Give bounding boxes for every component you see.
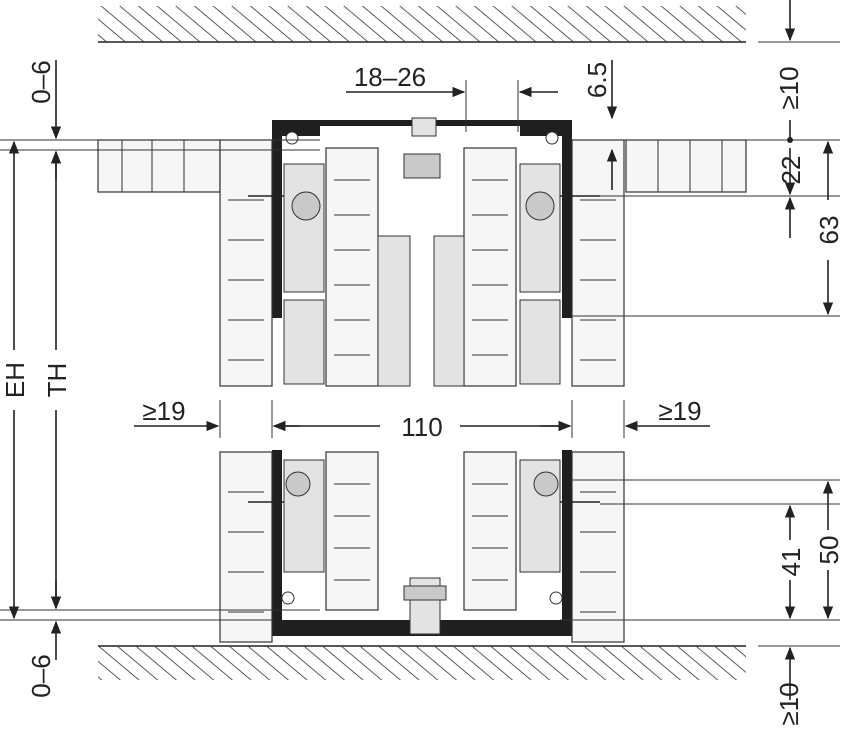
right-lower-guide-mechanism: [519, 459, 563, 605]
dim-center-width: 110: [401, 412, 442, 442]
dimension-lines: [8, 0, 834, 700]
floor-hatch: [98, 645, 746, 680]
right-upper-roller-mechanism: [519, 131, 561, 385]
right-door-leaf-lower: [463, 451, 517, 611]
dim-eh: EH: [0, 362, 30, 398]
center-guide-block: [403, 153, 441, 179]
dim-left-adjust-bottom: 0–6: [26, 654, 56, 697]
dim-side-left: ≥19: [142, 396, 185, 426]
bottom-track-profile: [272, 450, 572, 636]
right-door-leaf-upper: [433, 147, 517, 387]
dim-top-offset: 6.5: [582, 62, 612, 98]
extension-lines: [0, 41, 840, 647]
left-upper-side-panel: [97, 139, 221, 193]
dim-floor-clearance: ≥10: [774, 682, 804, 725]
left-door-leaf-upper: [325, 147, 411, 387]
left-lower-guide-mechanism: [281, 459, 325, 605]
ceiling-hatch: [98, 6, 746, 43]
reference-dot: [787, 137, 793, 143]
dim-lower-41: 41: [776, 548, 806, 577]
right-upper-side-panel: [625, 139, 747, 193]
left-upper-roller-mechanism: [283, 131, 325, 385]
dim-ceiling-clearance: ≥10: [774, 66, 804, 109]
screw-icons: [248, 195, 600, 503]
dim-side-right: ≥19: [658, 396, 701, 426]
left-wall-panel-lower: [219, 451, 273, 643]
left-door-leaf-lower: [325, 451, 379, 611]
dim-th: TH: [42, 363, 72, 398]
dim-left-adjust-top: 0–6: [26, 60, 56, 103]
dim-top-gap: 18–26: [354, 62, 426, 92]
top-track-profile: [272, 117, 572, 318]
left-wall-panel-upper: [219, 139, 273, 387]
right-wall-panel-upper: [571, 139, 625, 387]
dim-upper-63: 63: [814, 216, 844, 245]
right-wall-panel-lower: [571, 451, 625, 643]
dim-upper-22: 22: [776, 156, 806, 185]
dim-lower-50: 50: [814, 536, 844, 565]
